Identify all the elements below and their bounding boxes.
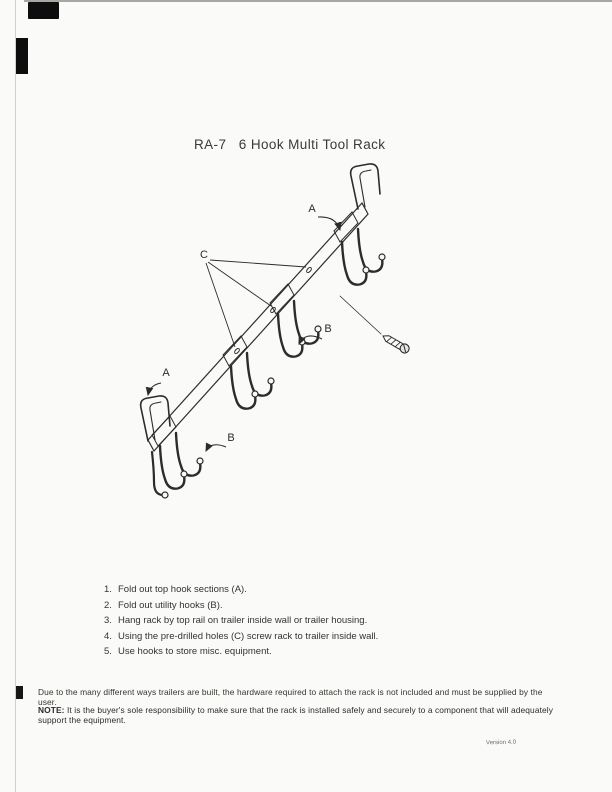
rack-rail [147,201,369,453]
instruction-step: 1. Fold out top hook sections (A). [104,584,378,600]
step-text: Hang rack by top rail on trailer inside … [118,615,368,626]
callout-arrows [145,216,342,452]
step-text: Fold out utility hooks (B). [118,599,223,611]
label-a-top: A [308,203,316,215]
scan-edge-line [15,0,16,792]
step-number: 5. [104,646,112,657]
step-number: 4. [104,630,112,642]
doc-code: Version 4.0 [485,739,517,747]
hook-tips [180,253,386,478]
mounting-holes [234,266,312,355]
label-b-bottom: B [227,432,234,444]
label-a-left: A [162,367,170,379]
step-number: 3. [104,615,112,626]
page-title: RA-7 6 Hook Multi Tool Rack [194,137,386,152]
step-text: Use hooks to store misc. equipment. [118,646,272,657]
instruction-step: 5. Use hooks to store misc. equipment. [104,646,378,662]
hook-straps [151,211,359,447]
safety-note: NOTE: It is the buyer's sole responsibil… [38,705,583,725]
scan-artifact-blob [28,2,59,19]
instruction-step: 2. Fold out utility hooks (B). [104,600,378,616]
scan-artifact-bar [16,38,28,74]
step-text: Fold out top hook sections (A). [118,584,247,595]
utility-hooks [158,227,384,490]
step-text: Using the pre-drilled holes (C) screw ra… [118,630,379,642]
instruction-list: 1. Fold out top hook sections (A). 2. Fo… [104,584,378,662]
hole-leader-lines [205,259,307,348]
screw-icon [339,295,410,354]
scan-artifact-dash [16,686,23,699]
scan-edge-line [24,0,612,2]
top-hook-bracket-left [139,395,171,499]
step-number: 2. [104,599,112,611]
hardware-disclaimer: Due to the many different ways trailers … [38,687,543,707]
note-label: NOTE: [38,705,65,715]
label-c-holes: C [200,249,208,261]
instruction-step: 3. Hang rack by top rail on trailer insi… [104,615,378,631]
step-number: 1. [104,584,112,595]
instruction-step: 4. Using the pre-drilled holes (C) screw… [104,631,378,647]
label-b-mid: B [324,323,331,335]
top-hook-bracket-right [349,163,381,210]
note-text: It is the buyer's sole responsibility to… [38,705,554,725]
